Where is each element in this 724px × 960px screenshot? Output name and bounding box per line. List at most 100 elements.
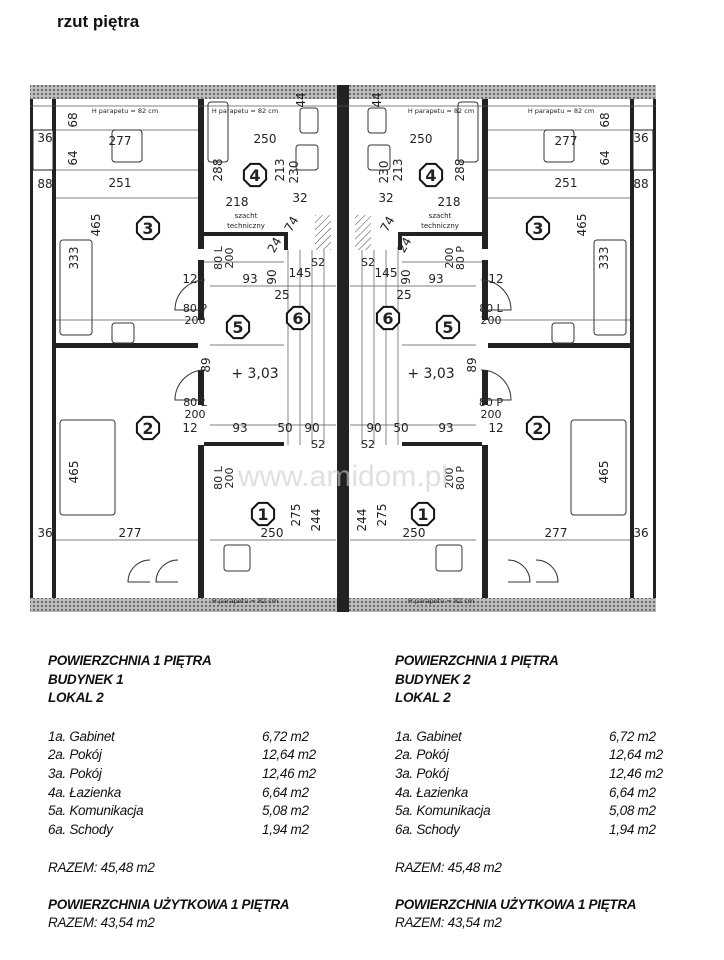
door-height-label-right: 200 (443, 468, 456, 489)
dimension-label-right: 12 (488, 272, 503, 286)
room-marker-left (250, 501, 276, 527)
area-table-building-2: POWIERZCHNIA 1 PIĘTRA BUDYNEK 2 LOKAL 2 … (395, 652, 695, 932)
furniture-right (543, 129, 575, 163)
dimension-label-left: H parapetu = 82 cm (92, 107, 158, 115)
door-label-right: 80 L (479, 302, 503, 315)
wall-left (56, 343, 198, 348)
wall-right (402, 442, 482, 446)
wall-left (30, 85, 343, 99)
room-name: 1a. Gabinet (48, 728, 115, 744)
dimension-label-left: 218 (226, 195, 249, 209)
room-number-left: 6 (292, 309, 303, 328)
dimension-label-left: 275 (289, 504, 303, 527)
room-name: 3a. Pokój (395, 765, 449, 781)
room-name: 5a. Komunikacja (48, 803, 144, 819)
dimension-label-left: 68 (66, 112, 80, 127)
room-area: 5,08 m2 (262, 803, 309, 819)
dimension-label-left: 32 (292, 191, 307, 205)
dimension-label-right: 93 (428, 272, 443, 286)
dimension-label-left: 145 (289, 266, 312, 280)
dimension-label-left: 24 (265, 235, 285, 255)
dimension-label-right: 64 (598, 150, 612, 165)
dimension-label-left: 465 (89, 214, 103, 237)
furniture-left (207, 101, 229, 163)
wall-left (30, 598, 343, 612)
door-height-label-right: 200 (443, 248, 456, 269)
wall-left (30, 99, 33, 598)
dimension-label-right: 12 (488, 421, 503, 435)
dimension-label-right: 24 (395, 235, 415, 255)
dimension-label-right: 90 (366, 421, 381, 435)
wall-right (343, 598, 656, 612)
room-area: 5,08 m2 (609, 803, 656, 819)
room-area: 1,94 m2 (609, 821, 656, 837)
furniture-right (593, 239, 627, 336)
room-area: 1,94 m2 (262, 821, 309, 837)
dimension-label-left: techniczny (227, 222, 265, 230)
room-marker-left (285, 305, 311, 331)
dimension-label-left: 244 (309, 509, 323, 532)
door-label-left: 80 P (183, 302, 207, 315)
furniture-right (367, 107, 387, 134)
wall-right (482, 445, 488, 598)
dimension-label-left: 230 (287, 161, 301, 184)
dimension-label-right: + 3,03 (407, 366, 454, 382)
dimension-label-left: 277 (109, 134, 132, 148)
furniture-right (367, 144, 391, 171)
dimension-label-left: 12 (182, 421, 197, 435)
dimension-label-left: 36 (37, 526, 52, 540)
room-number-right: 6 (382, 309, 393, 328)
furniture-left (299, 107, 319, 134)
dimension-label-left: S2 (311, 256, 325, 269)
dimension-label-right: szacht (429, 212, 452, 220)
dimension-label-right: 213 (391, 159, 405, 182)
room-name: 2a. Pokój (395, 747, 449, 763)
room-area: 6,72 m2 (262, 728, 309, 744)
dimension-label-right: 230 (377, 161, 391, 184)
room-marker-right (435, 314, 461, 340)
dimension-label-left: szacht (235, 212, 258, 220)
room-number-left: 2 (142, 419, 153, 438)
room-number-left: 1 (257, 505, 268, 524)
dimension-label-right: 465 (597, 461, 611, 484)
wall-right (355, 215, 371, 250)
dimension-label-left: 288 (211, 159, 225, 182)
room-number-left: 5 (232, 318, 243, 337)
table-unit: LOKAL 2 (395, 690, 451, 705)
room-name: 2a. Pokój (48, 747, 102, 763)
dimension-label-right: 90 (399, 269, 413, 284)
dimension-label-left: 12 (182, 272, 197, 286)
door-label-right: 80 P (454, 246, 467, 270)
door-swing-right (535, 559, 559, 583)
room-number-right: 2 (532, 419, 543, 438)
dimension-label-right: 333 (597, 247, 611, 270)
dimension-label-left: + 3,03 (231, 366, 278, 382)
furniture-left (59, 419, 116, 516)
wall-left (337, 85, 343, 612)
table-header: POWIERZCHNIA 1 PIĘTRA (395, 653, 559, 668)
door-height-label-right: 200 (481, 314, 502, 327)
usable-area-total: RAZEM: 43,54 m2 (48, 915, 155, 931)
dimension-label-right: 465 (575, 214, 589, 237)
dimension-label-right: 250 (403, 526, 426, 540)
dimension-label-right: 74 (378, 214, 398, 234)
furniture-left (111, 129, 143, 163)
wall-left (198, 445, 204, 598)
furniture-left (111, 322, 135, 344)
dimension-label-left: 74 (282, 214, 302, 234)
table-header: POWIERZCHNIA 1 PIĘTRA (48, 653, 212, 668)
wall-right (482, 260, 488, 320)
door-label-left: 80 L (183, 396, 207, 409)
dimension-label-left: 333 (67, 247, 81, 270)
door-height-label-left: 200 (185, 314, 206, 327)
furniture-right (570, 419, 627, 516)
dimension-label-left: 93 (242, 272, 257, 286)
wall-right (632, 129, 654, 171)
dimension-label-right: 93 (438, 421, 453, 435)
